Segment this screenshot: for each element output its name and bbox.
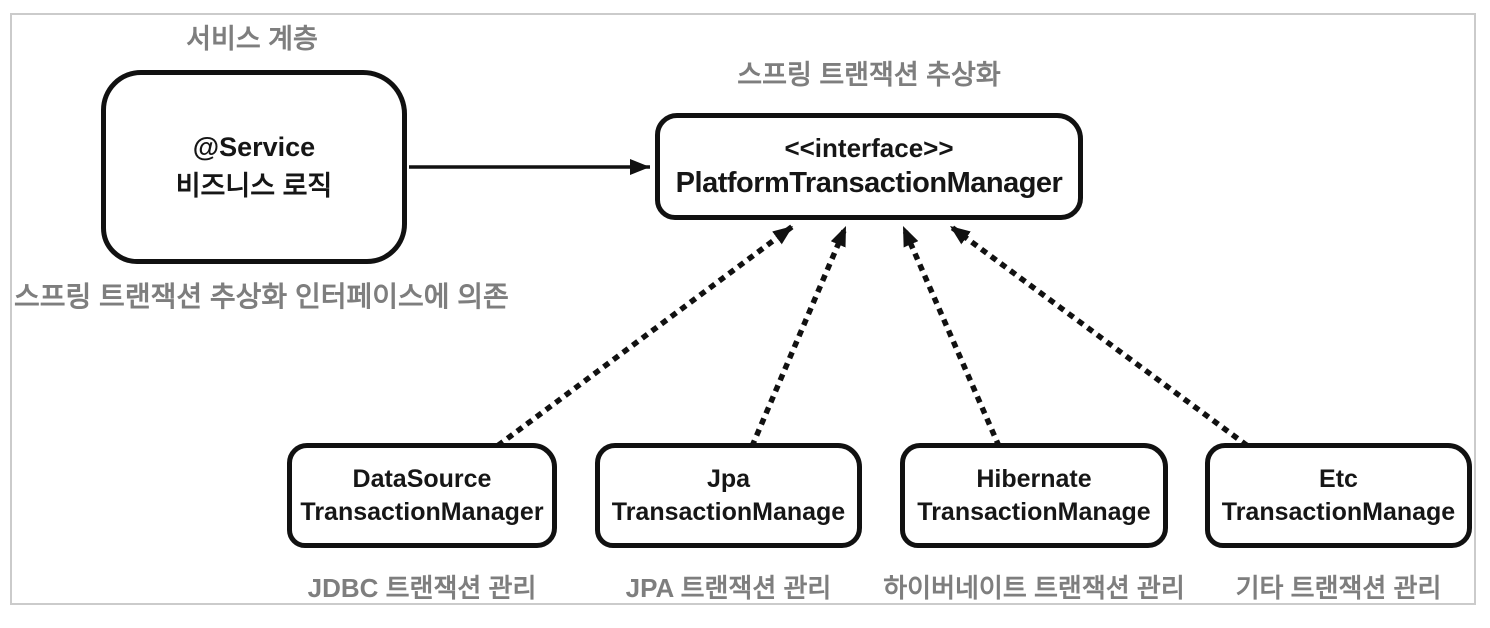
hibernate-transaction-manager-box: Hibernate TransactionManage xyxy=(900,443,1168,548)
impl-name-line1: Jpa xyxy=(706,465,751,493)
impl-name-line2: TransactionManage xyxy=(917,497,1151,526)
impl-name-line2: TransactionManager xyxy=(300,497,544,526)
interface-name: PlatformTransactionManager xyxy=(675,166,1063,199)
service-layer-label: 서비스 계층 xyxy=(186,24,318,54)
platform-transaction-manager-box: <<interface>> PlatformTransactionManager xyxy=(655,113,1083,220)
etc-caption: 기타 트랜잭션 관리 xyxy=(1235,573,1442,603)
dependency-note-label: 스프링 트랜잭션 추상화 인터페이스에 의존 xyxy=(14,281,509,312)
jdbc-caption: JDBC 트랜잭션 관리 xyxy=(307,573,537,603)
spring-abstraction-label: 스프링 트랜잭션 추상화 xyxy=(737,60,1001,90)
service-box: @Service 비즈니스 로직 xyxy=(101,70,407,264)
impl-name-line2: TransactionManage xyxy=(611,497,846,526)
impl-name-line1: Etc xyxy=(1319,465,1358,493)
datasource-transaction-manager-box: DataSource TransactionManager xyxy=(287,443,557,548)
impl-name-line1: Hibernate xyxy=(976,465,1092,493)
interface-stereotype: <<interface>> xyxy=(784,133,954,164)
etc-transaction-manager-box: Etc TransactionManage xyxy=(1205,443,1472,548)
jpa-caption: JPA 트랜잭션 관리 xyxy=(625,573,832,603)
impl-name-line2: TransactionManage xyxy=(1221,497,1456,526)
hibernate-caption: 하이버네이트 트랜잭션 관리 xyxy=(883,573,1185,603)
impl-name-line1: DataSource xyxy=(352,465,492,493)
service-name: 비즈니스 로직 xyxy=(175,171,333,201)
jpa-transaction-manager-box: Jpa TransactionManage xyxy=(595,443,862,548)
service-annotation: @Service xyxy=(192,131,316,162)
